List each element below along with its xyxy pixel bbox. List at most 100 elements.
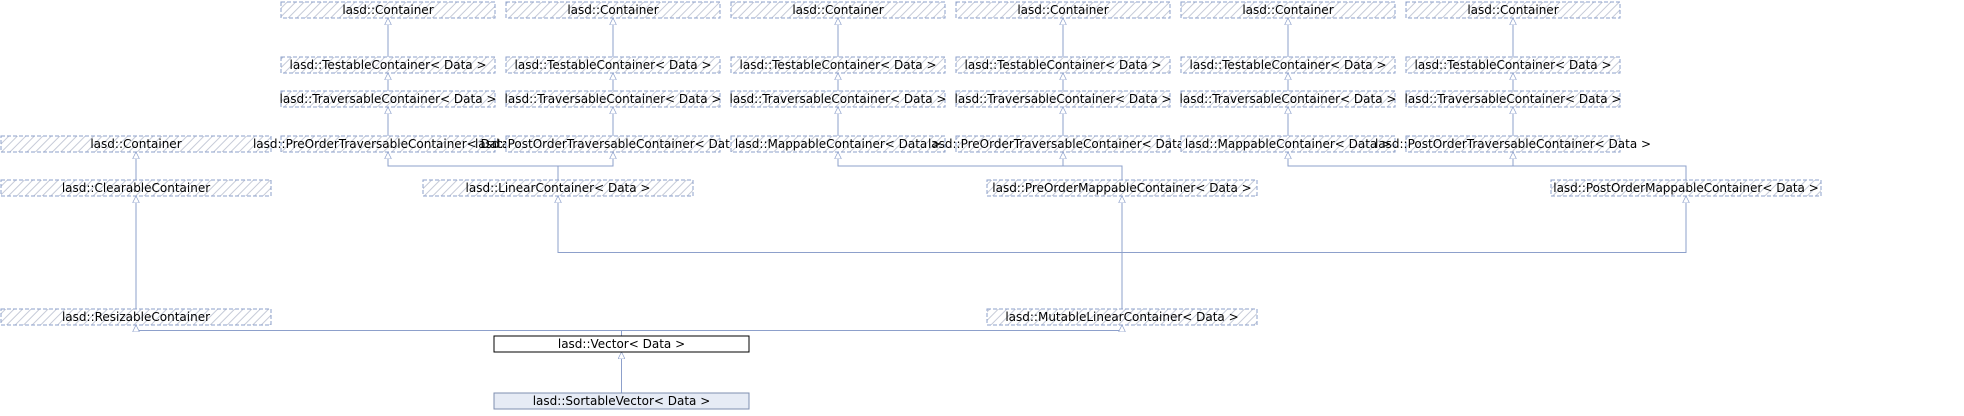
class-node-label: lasd::SortableVector< Data > [533,394,711,408]
class-node[interactable]: lasd::PostOrderTraversableContainer< Dat… [1375,135,1651,153]
class-node[interactable]: lasd::TraversableContainer< Data > [280,90,497,108]
class-node[interactable]: lasd::LinearContainer< Data > [422,179,694,197]
class-node-box [1405,135,1621,153]
class-node-box [1550,179,1822,197]
class-node-label: lasd::Container [792,3,883,17]
class-node[interactable]: lasd::ResizableContainer [0,308,272,326]
class-node-label: lasd::TestableContainer< Data > [1415,58,1612,72]
class-node-label: lasd::PostOrderTraversableContainer< Dat… [1375,137,1651,151]
class-node-label: lasd::TraversableContainer< Data > [1180,92,1397,106]
class-node[interactable]: lasd::Vector< Data > [493,335,750,353]
class-node[interactable]: lasd::TestableContainer< Data > [955,56,1171,74]
class-node[interactable]: lasd::Container [955,1,1171,19]
class-node-box [422,179,694,197]
class-node-label: lasd::Container [567,3,658,17]
class-node-box [955,1,1171,19]
class-node-label: lasd::Vector< Data > [558,337,685,351]
inheritance-arrow [558,196,1123,309]
class-node[interactable]: lasd::Container [730,1,946,19]
class-node[interactable]: lasd::TestableContainer< Data > [730,56,946,74]
class-node[interactable]: lasd::TestableContainer< Data > [505,56,721,74]
class-node-label: lasd::TestableContainer< Data > [290,58,487,72]
class-node[interactable]: lasd::TraversableContainer< Data > [1180,90,1397,108]
class-node[interactable]: lasd::MutableLinearContainer< Data > [986,308,1258,326]
class-node-box [0,179,272,197]
class-node-label: lasd::ClearableContainer [62,181,210,195]
class-node[interactable]: lasd::PreOrderMappableContainer< Data > [986,179,1258,197]
class-node-label: lasd::TestableContainer< Data > [1190,58,1387,72]
class-node-box [1180,135,1396,153]
class-node[interactable]: lasd::Container [1180,1,1396,19]
class-node-box [1405,90,1621,108]
class-node-box [280,1,496,19]
inheritance-arrow [1121,196,1686,309]
class-node-label: lasd::LinearContainer< Data > [466,181,651,195]
class-node-label: lasd::MutableLinearContainer< Data > [1005,310,1238,324]
class-node[interactable]: lasd::Container [0,135,272,153]
class-node-label: lasd::TestableContainer< Data > [515,58,712,72]
class-node-box [986,308,1258,326]
class-node[interactable]: lasd::PostOrderMappableContainer< Data > [1550,179,1822,197]
class-node-label: lasd::TestableContainer< Data > [740,58,937,72]
class-node-label: lasd::PostOrderMappableContainer< Data > [1553,181,1819,195]
inheritance-arrow [136,325,622,336]
class-node-label: lasd::PreOrderMappableContainer< Data > [992,181,1251,195]
class-node-label: lasd::PreOrderTraversableContainer< Data… [928,137,1198,151]
class-node[interactable]: lasd::SortableVector< Data > [493,392,750,410]
class-node[interactable]: lasd::TraversableContainer< Data > [730,90,947,108]
class-node[interactable]: lasd::TestableContainer< Data > [280,56,496,74]
class-node-box [730,90,946,108]
class-node-box [1405,56,1621,74]
class-node-label: lasd::PostOrderTraversableContainer< Dat… [475,137,751,151]
class-node-label: lasd::TraversableContainer< Data > [1405,92,1622,106]
class-node-label: lasd::Container [1017,3,1108,17]
class-node-label: lasd::MappableContainer< Data > [1185,137,1391,151]
class-node[interactable]: lasd::MappableContainer< Data > [730,135,946,153]
class-node-box [0,308,272,326]
class-node-box [986,179,1258,197]
class-node-label: lasd::TestableContainer< Data > [965,58,1162,72]
class-node[interactable]: lasd::TestableContainer< Data > [1405,56,1621,74]
class-node-label: lasd::TraversableContainer< Data > [730,92,947,106]
class-node[interactable]: lasd::TestableContainer< Data > [1180,56,1396,74]
class-node-box [955,135,1171,153]
inheritance-arrow [1513,152,1687,180]
class-node-box [280,56,496,74]
class-node-label: lasd::TraversableContainer< Data > [955,92,1172,106]
inheritance-arrow [1063,152,1123,180]
class-node-box [280,135,496,153]
class-node-label: lasd::PreOrderTraversableContainer< Data… [253,137,523,151]
class-node[interactable]: lasd::PostOrderTraversableContainer< Dat… [475,135,751,153]
class-node-box [280,90,496,108]
class-node[interactable]: lasd::TraversableContainer< Data > [505,90,722,108]
class-node-box [505,56,721,74]
class-node-box [0,135,272,153]
class-node[interactable]: lasd::Container [505,1,721,19]
class-node[interactable]: lasd::Container [280,1,496,19]
class-node[interactable]: lasd::TraversableContainer< Data > [1405,90,1622,108]
class-node-box [493,335,750,353]
class-node[interactable]: lasd::TraversableContainer< Data > [955,90,1172,108]
class-node-box [730,135,946,153]
class-node-box [505,1,721,19]
inheritance-arrow [621,325,1123,336]
class-node[interactable]: lasd::MappableContainer< Data > [1180,135,1396,153]
class-node-box [1180,56,1396,74]
class-node[interactable]: lasd::PreOrderTraversableContainer< Data… [253,135,523,153]
class-node-box [730,1,946,19]
class-node[interactable]: lasd::Container [1405,1,1621,19]
class-node-label: lasd::Container [1242,3,1333,17]
class-node[interactable]: lasd::ClearableContainer [0,179,272,197]
class-node[interactable]: lasd::PreOrderTraversableContainer< Data… [928,135,1198,153]
inheritance-arrow [388,152,559,180]
class-node-box [505,135,721,153]
inheritance-arrow [557,152,613,180]
inheritance-edges [136,18,1686,393]
class-node-box [1405,1,1621,19]
class-node-box [1180,1,1396,19]
class-node-label: lasd::TraversableContainer< Data > [280,92,497,106]
class-node-box [1180,90,1396,108]
class-node-box [493,392,750,410]
